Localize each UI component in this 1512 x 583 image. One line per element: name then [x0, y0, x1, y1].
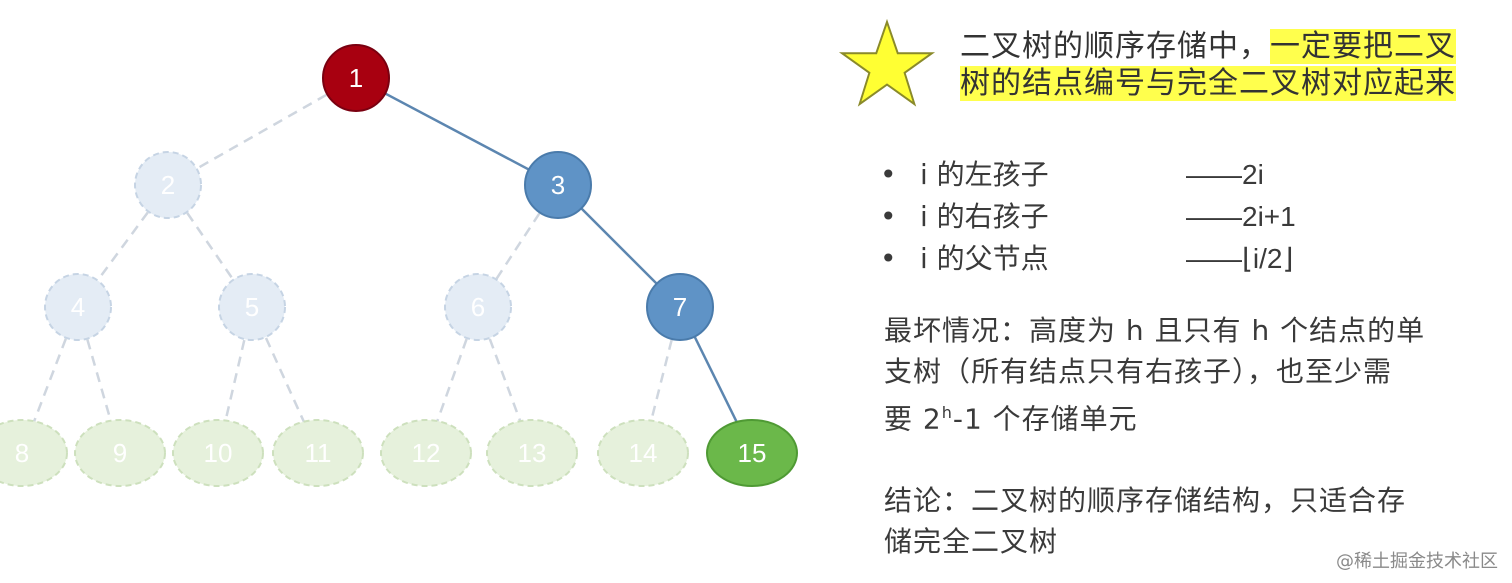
worst-case-line: 支树（所有结点只有右孩子），也至少需	[884, 355, 1393, 388]
rule-formula: ——2i+1	[1186, 201, 1296, 232]
node-circle	[44, 273, 112, 341]
node-label: 14	[629, 438, 658, 468]
rule-formula: ——⌊i/2⌋	[1186, 243, 1294, 274]
tree-node-11: 11	[272, 419, 364, 487]
tree-node-4: 4	[44, 273, 112, 341]
tree-node-3: 3	[524, 151, 592, 219]
node-label: 8	[15, 438, 29, 468]
worst-case-line: 要 2h-1 个存储单元	[884, 392, 1425, 439]
node-label: 9	[113, 438, 127, 468]
node-circle	[272, 419, 364, 487]
bullet-dot: •	[880, 242, 897, 275]
node-label: 10	[204, 438, 233, 468]
conclusion-paragraph: 结论：二叉树的顺序存储结构，只适合存 储完全二叉树	[884, 480, 1406, 562]
tree-node-13: 13	[486, 419, 578, 487]
exponent: h	[941, 403, 953, 422]
worst-case-paragraph: 最坏情况：高度为 h 且只有 h 个结点的单 支树（所有结点只有右孩子），也至少…	[884, 310, 1425, 439]
node-circle	[597, 419, 689, 487]
node-circle	[0, 419, 68, 487]
worst-case-text: 要 2	[884, 402, 942, 436]
tree-node-5: 5	[218, 273, 286, 341]
headline-normal: 二叉树的顺序存储中，	[960, 29, 1270, 64]
tree-node-8: 8	[0, 419, 68, 487]
conclusion-line: 结论：二叉树的顺序存储结构，只适合存	[884, 484, 1407, 517]
node-circle	[706, 419, 798, 487]
headline-highlight-2: 树的结点编号与完全二叉树对应起来	[960, 66, 1456, 101]
tree-edge-1-2	[167, 76, 357, 187]
tree-node-1: 1	[322, 44, 390, 112]
node-circle	[134, 151, 202, 219]
tree-node-6: 6	[444, 273, 512, 341]
node-circle	[444, 273, 512, 341]
node-label: 2	[161, 170, 175, 200]
tree-node-10: 10	[172, 419, 264, 487]
index-rules-list: • i 的左孩子 ——2i • i 的右孩子 ——2i+1 • i 的父节点 ——⌊i/2⌋	[880, 154, 1296, 280]
node-label: 13	[518, 438, 547, 468]
node-label: 5	[245, 292, 259, 322]
star-icon	[838, 18, 936, 107]
node-circle	[380, 419, 472, 487]
node-label: 4	[71, 292, 85, 322]
node-label: 12	[412, 438, 441, 468]
node-label: 7	[673, 292, 687, 322]
node-circle	[646, 273, 714, 341]
tree-node-9: 9	[74, 419, 166, 487]
tree-node-2: 2	[134, 151, 202, 219]
tree-node-14: 14	[597, 419, 689, 487]
headline: 二叉树的顺序存储中，一定要把二叉 树的结点编号与完全二叉树对应起来	[960, 28, 1512, 102]
tree-edge-1-3	[355, 76, 559, 187]
list-item: • i 的父节点 ——⌊i/2⌋	[880, 238, 1296, 280]
watermark: @稀土掘金技术社区	[1336, 551, 1498, 572]
worst-case-text: -1 个存储单元	[952, 402, 1138, 436]
rule-label: i 的右孩子	[920, 200, 1049, 233]
rule-label: i 的左孩子	[920, 158, 1049, 191]
tree-node-7: 7	[646, 273, 714, 341]
tree-edges	[20, 76, 754, 454]
node-label: 3	[551, 170, 565, 200]
rule-label: i 的父节点	[920, 242, 1049, 275]
node-label: 11	[305, 438, 332, 468]
explanation-panel: 二叉树的顺序存储中，一定要把二叉 树的结点编号与完全二叉树对应起来 • i 的左孩…	[836, 0, 1512, 583]
bullet-dot: •	[880, 200, 897, 233]
list-item: • i 的右孩子 ——2i+1	[880, 196, 1296, 238]
node-circle	[322, 44, 390, 112]
node-circle	[172, 419, 264, 487]
node-circle	[218, 273, 286, 341]
conclusion-line: 储完全二叉树	[884, 525, 1059, 558]
node-circle	[486, 419, 578, 487]
list-item: • i 的左孩子 ——2i	[880, 154, 1296, 196]
node-label: 6	[471, 292, 485, 322]
node-circle	[524, 151, 592, 219]
node-label: 15	[738, 438, 767, 468]
bullet-dot: •	[880, 158, 897, 191]
headline-highlight-1: 一定要把二叉	[1270, 29, 1456, 64]
rule-formula: ——2i	[1186, 159, 1264, 190]
node-label: 1	[349, 63, 363, 93]
tree-node-12: 12	[380, 419, 472, 487]
node-circle	[74, 419, 166, 487]
tree-node-15: 15	[706, 419, 798, 487]
worst-case-line: 最坏情况：高度为 h 且只有 h 个结点的单	[884, 314, 1426, 347]
